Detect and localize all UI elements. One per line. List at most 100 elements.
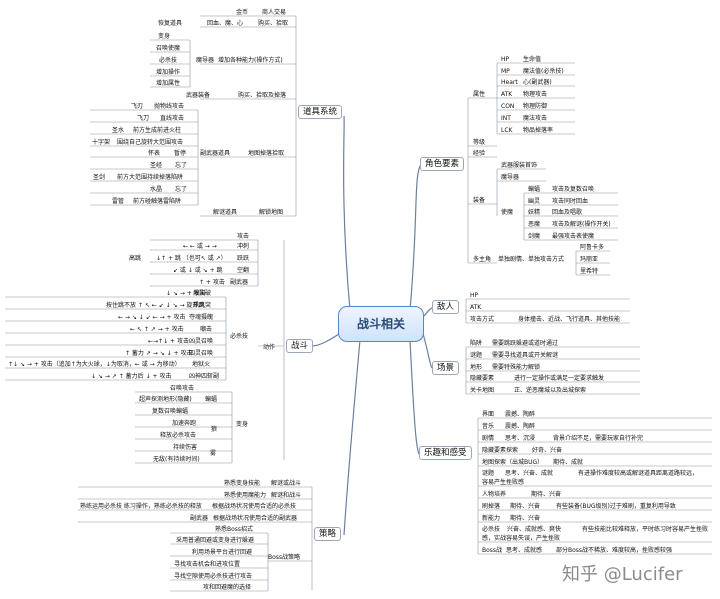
node: 刷掉落 bbox=[482, 503, 501, 510]
branch-enemy[interactable]: 敌人 bbox=[432, 300, 460, 314]
node: 剑魔 bbox=[528, 233, 541, 240]
node: 物理防御 bbox=[523, 103, 548, 110]
node: Boss战策略 bbox=[268, 554, 301, 561]
node: 魔导器 bbox=[501, 174, 520, 181]
node: 四灵召唤 bbox=[189, 350, 214, 357]
node: 有进操作难度较高或解谜道具距离道路较远， bbox=[578, 470, 699, 477]
node: 根据战场状况使用合适的必杀技 bbox=[212, 503, 297, 510]
node: ATK bbox=[470, 304, 482, 311]
node: 攻和回避魔的选择 bbox=[203, 584, 252, 591]
node: 好奇、兴奋 bbox=[532, 447, 563, 454]
node: 必杀技 bbox=[230, 333, 249, 340]
node: 雾 bbox=[210, 450, 217, 457]
node: ← ↖ ↑ ↗ → + 攻击 bbox=[130, 326, 184, 333]
node: 身体撞击、近战、飞行道具、其他技能 bbox=[518, 316, 621, 323]
node: 凶神四斩副 bbox=[189, 373, 220, 380]
node: 期待、成就 bbox=[553, 459, 584, 466]
node: 直线攻击 bbox=[160, 115, 185, 122]
node: 音乐 bbox=[482, 423, 495, 430]
node: 暂停 bbox=[174, 150, 187, 157]
node: 凶灵召唤 bbox=[189, 338, 214, 345]
node: 增加各种能力(操作方式) bbox=[218, 57, 283, 64]
node: 狼 bbox=[211, 426, 218, 433]
node: 释放必杀攻击 bbox=[160, 432, 197, 439]
node: 商人交易 bbox=[262, 9, 287, 16]
node: ↑ 蓄力 ↗ → ↘ ↓ + 攻击 bbox=[125, 350, 193, 357]
branch-strategy[interactable]: 策略 bbox=[314, 527, 342, 541]
node: 嘲击 bbox=[200, 326, 213, 333]
node: 单独剧情、单独攻击方式 bbox=[498, 256, 565, 263]
node: 使魔 bbox=[501, 209, 514, 216]
node: 生命值 bbox=[523, 56, 542, 63]
node: 解谜道具 bbox=[213, 209, 238, 216]
node: 物品掉落率 bbox=[523, 127, 554, 134]
node: 剧情 bbox=[482, 435, 495, 442]
node: 飞刃 bbox=[131, 103, 144, 110]
node: 思考、沉浸 bbox=[505, 435, 536, 442]
node: 阿鲁卡多 bbox=[580, 244, 605, 251]
node: 需要特殊能力解锁 bbox=[492, 364, 541, 371]
node: 恢复道具 bbox=[158, 20, 183, 27]
node: 购买、拾取及掉落 bbox=[238, 92, 287, 99]
node: INT bbox=[501, 115, 511, 122]
node: ↙ 或 ↓ 或 ↘ + 跳 bbox=[173, 267, 223, 274]
node: ↓ ↘ → ↗ ↑ 蓄力后 ↓ + 攻击 bbox=[91, 373, 172, 380]
node: 熟悉Boss招式 bbox=[215, 526, 254, 533]
node: 感，实战容易失误，产生挫败 bbox=[482, 535, 561, 542]
node: 动作 bbox=[263, 344, 276, 351]
node: 幽灵 bbox=[528, 198, 541, 205]
node: 陷阱 bbox=[470, 340, 483, 347]
node: 雷管 bbox=[112, 198, 125, 205]
node: 采用普通回避或变身进行躲避 bbox=[176, 537, 255, 544]
node: 增加操作 bbox=[156, 69, 181, 76]
branch-fun[interactable]: 乐趣和感受 bbox=[419, 446, 472, 460]
node: 兴奋、成就感、爽快 bbox=[507, 526, 562, 533]
node: 关卡地图 bbox=[470, 387, 495, 394]
central-topic[interactable]: 战斗相关 bbox=[338, 306, 424, 342]
branch-battle[interactable]: 战斗 bbox=[286, 339, 314, 353]
node: 回血、魔、心 bbox=[207, 20, 244, 27]
node: ↑↓ ↘ → + 攻击（追加↑为大火球，↓为取消，← 或 → 为移动） bbox=[8, 361, 181, 368]
node: 超声探测地形(隐藏) bbox=[139, 396, 192, 403]
node: 等级 bbox=[473, 139, 486, 146]
node: 飙风突 bbox=[193, 302, 212, 309]
node: Heart bbox=[501, 79, 518, 86]
node: 攻击 bbox=[237, 233, 250, 240]
branch-item-system[interactable]: 道具系统 bbox=[298, 105, 343, 119]
node: 抛物线攻击 bbox=[154, 103, 185, 110]
node: 圣剑 bbox=[93, 174, 106, 181]
node: 武器装备 bbox=[186, 92, 211, 99]
node: ← → ↘ ↓ ↙ ← → + 攻击 bbox=[118, 314, 186, 321]
node: ←→↑↓ + 攻击 bbox=[148, 338, 189, 345]
node: 期待、兴奋 bbox=[531, 491, 562, 498]
branch-scene[interactable]: 场景 bbox=[432, 361, 460, 375]
node: 新能力 bbox=[482, 515, 501, 522]
node: 物理攻击 bbox=[523, 91, 548, 98]
node: 恶魔 bbox=[528, 221, 541, 228]
node: 心(副武器) bbox=[523, 79, 552, 86]
node: 攻击及复数召唤 bbox=[552, 186, 595, 193]
node: 蝙蝠 bbox=[205, 396, 218, 403]
node: 进行一定操作或满足一定要求触发 bbox=[514, 375, 605, 382]
connector bbox=[409, 165, 421, 311]
node: 地形 bbox=[470, 364, 483, 371]
node: 地图掉落拾取 bbox=[248, 150, 285, 157]
node: 跃跃 bbox=[237, 255, 250, 262]
node: 忘了 bbox=[175, 162, 188, 169]
node: 熟悉变身技能 bbox=[224, 480, 261, 487]
node: 持续伤害 bbox=[173, 444, 198, 451]
node: HP bbox=[501, 56, 510, 63]
node: 购买、拾取 bbox=[258, 20, 289, 27]
node: 按住跳不放 ↑ ↖ ← ↙ ↓ ↘ → 旋开跳 bbox=[106, 302, 205, 309]
node: 多主角 bbox=[473, 256, 492, 263]
node: 容易产生挫败感 bbox=[482, 479, 525, 486]
node: 变身 bbox=[236, 421, 249, 428]
node: 前方生成前进火柱 bbox=[133, 127, 182, 134]
node: 攻击方式 bbox=[470, 316, 495, 323]
node: ATK bbox=[501, 91, 513, 98]
branch-character[interactable]: 角色要素 bbox=[420, 157, 465, 171]
node: 需要跳跃躲避或道时通过 bbox=[492, 340, 559, 347]
node: 界面 bbox=[482, 411, 495, 418]
node: 复数召唤蝙蝠 bbox=[152, 408, 189, 415]
node: Boss战 bbox=[482, 547, 503, 554]
